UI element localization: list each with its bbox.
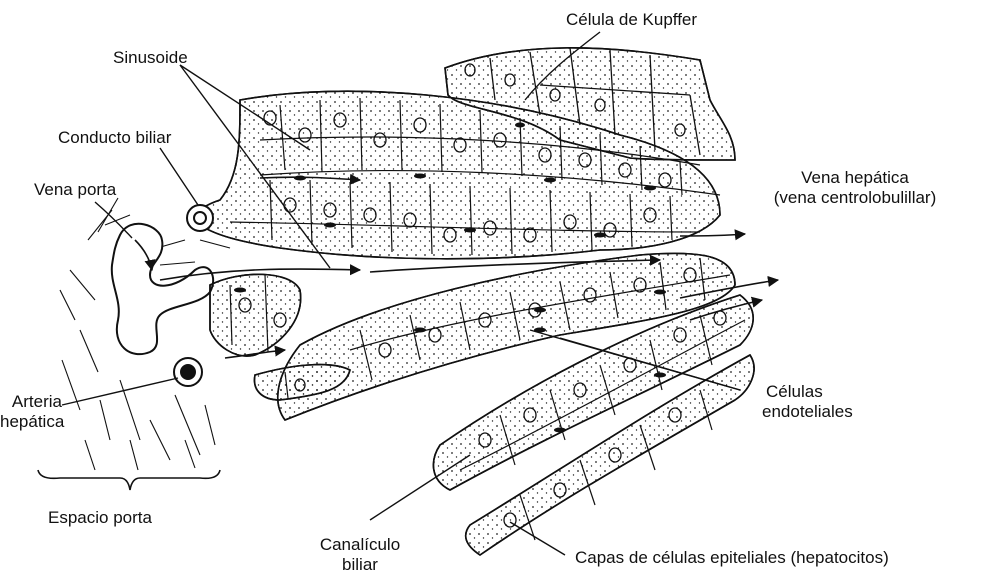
label-bile-duct: Conducto biliar (58, 128, 171, 148)
label-portal-space: Espacio porta (48, 508, 152, 528)
label-bile-canaliculus-line2: biliar (305, 555, 415, 575)
label-hepatic-artery-line2: hepática (0, 412, 62, 432)
portal-brace (38, 470, 220, 490)
label-bile-canaliculus-line1: Canalículo (305, 535, 415, 555)
label-sinusoid: Sinusoide (113, 48, 188, 68)
label-hepatic-artery-line1: Arteria (0, 392, 62, 412)
label-hepatic-vein-line1: Vena hepática (745, 168, 965, 188)
vena-porta-vessel (112, 224, 213, 354)
label-hepatic-vein: Vena hepática (vena centrolobulillar) (745, 168, 965, 208)
label-kupffer-cell: Célula de Kupffer (566, 10, 697, 30)
label-hepatic-vein-line2: (vena centrolobulillar) (745, 188, 965, 208)
label-endothelial-cells: Células endoteliales (762, 382, 853, 422)
label-portal-vein: Vena porta (34, 180, 116, 200)
label-endothelial-cells-line1: Células (762, 382, 853, 402)
label-epithelial-layers: Capas de células epiteliales (hepatocito… (575, 548, 889, 568)
bile-duct (187, 205, 213, 231)
label-bile-canaliculus: Canalículo biliar (305, 535, 415, 575)
label-hepatic-artery: Arteria hepática (0, 392, 62, 432)
lower-cords (210, 253, 754, 555)
hepatic-artery (174, 358, 202, 386)
label-endothelial-cells-line2: endoteliales (762, 402, 853, 422)
